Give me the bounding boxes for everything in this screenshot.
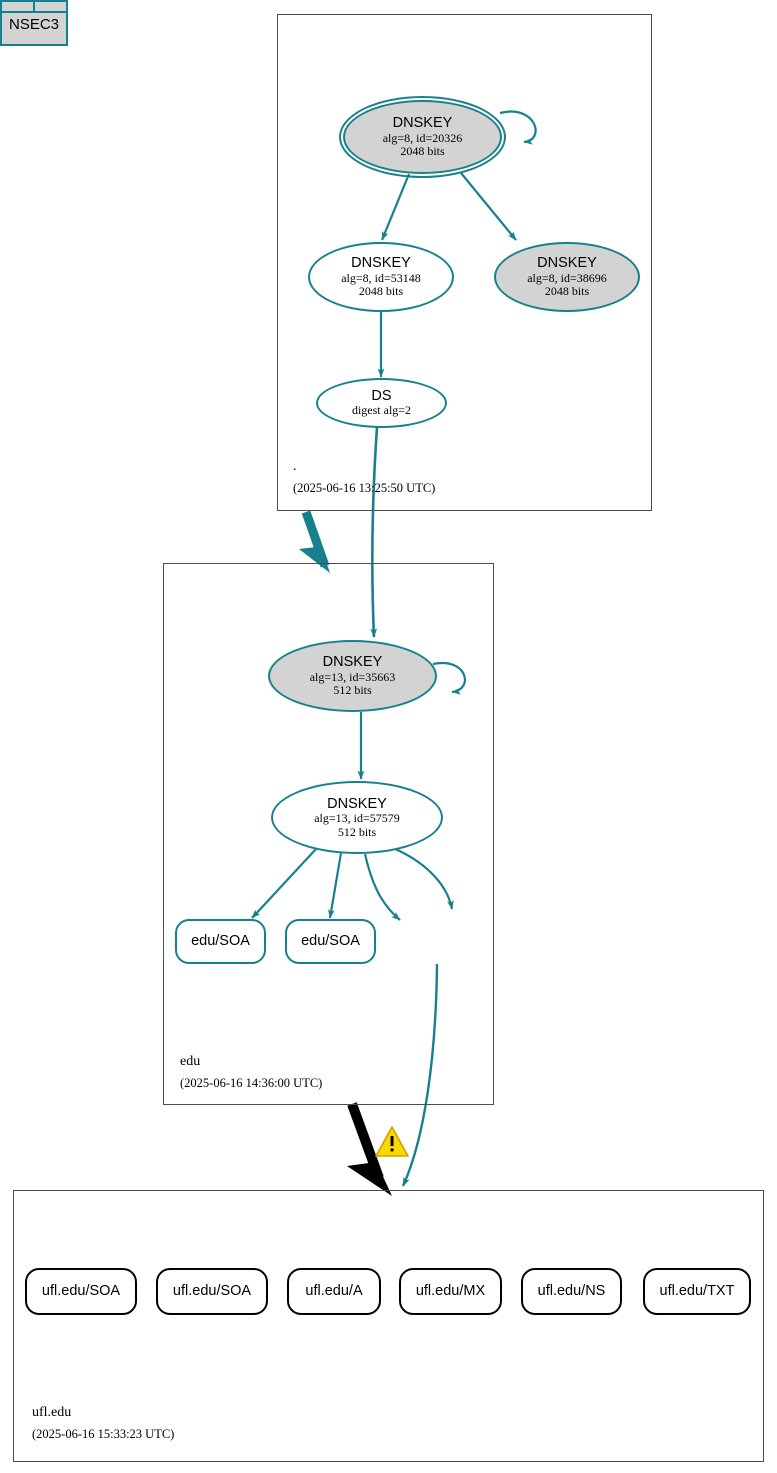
rrset-label: edu/SOA	[191, 933, 250, 950]
node-root-ds[interactable]: DS digest alg=2	[316, 378, 447, 428]
node-size: 2048 bits	[400, 144, 445, 159]
nsec3-header-cell-left	[2, 2, 35, 11]
node-title: DS	[371, 388, 392, 405]
zone-label-ufl-name: ufl.edu	[32, 1405, 72, 1420]
node-size: 2048 bits	[358, 284, 404, 299]
node-ufl-mx[interactable]: ufl.edu/MX	[399, 1268, 502, 1315]
node-ufl-ns[interactable]: ufl.edu/NS	[521, 1268, 622, 1315]
delegation-edu-to-ufl-head	[347, 1146, 392, 1196]
zone-label-root-name: .	[293, 459, 297, 474]
nsec3-header-bar	[2, 2, 66, 13]
edge-ds-to-edu-ksk	[370, 426, 379, 638]
rrset-label: ufl.edu/TXT	[659, 1283, 735, 1300]
node-title: DNSKEY	[537, 255, 597, 272]
edge-edu-zsk-to-soa2	[328, 852, 343, 919]
edge-edu-zsk-to-nsec3-a	[363, 853, 401, 921]
node-ufl-soa-2[interactable]: ufl.edu/SOA	[156, 1268, 268, 1315]
node-params: digest alg=2	[351, 403, 412, 418]
edge-edu-ksk-self	[432, 661, 466, 695]
edge-root-ksk-to-zsk38696	[460, 172, 517, 241]
zone-label-edu-time: (2025-06-16 14:36:00 UTC)	[180, 1076, 323, 1090]
node-root-zsk-38696[interactable]: DNSKEY alg=8, id=38696 2048 bits	[494, 242, 640, 312]
zone-box-root	[277, 14, 652, 511]
node-params: alg=8, id=38696	[527, 270, 607, 285]
node-edu-ksk-dnskey[interactable]: DNSKEY alg=13, id=35663 512 bits	[268, 640, 437, 712]
node-edu-nsec3[interactable]: NSEC3	[0, 0, 68, 46]
zone-box-edu	[163, 563, 494, 1105]
node-params: alg=13, id=57579	[314, 811, 400, 826]
node-title: DNSKEY	[392, 115, 453, 132]
rrset-label: ufl.edu/SOA	[172, 1283, 252, 1300]
node-params: alg=13, id=35663	[309, 669, 396, 684]
node-title: DNSKEY	[322, 654, 383, 671]
rrset-label: edu/SOA	[301, 933, 360, 950]
zone-label-root-time: (2025-06-16 13:25:50 UTC)	[293, 481, 436, 495]
node-title: DNSKEY	[327, 795, 387, 812]
node-edu-soa-1[interactable]: edu/SOA	[175, 919, 266, 964]
edge-root-ksk-to-zsk53148	[380, 173, 411, 241]
rrset-label: ufl.edu/MX	[415, 1283, 486, 1300]
zone-box-ufl-edu	[13, 1190, 764, 1462]
edge-edu-zsk-to-soa1	[251, 848, 317, 919]
node-params: alg=8, id=20326	[382, 130, 463, 145]
zone-label-ufl-time: (2025-06-16 15:33:23 UTC)	[32, 1427, 175, 1441]
node-size: 512 bits	[333, 683, 372, 698]
node-root-zsk-53148[interactable]: DNSKEY alg=8, id=53148 2048 bits	[308, 242, 454, 312]
node-title: DNSKEY	[351, 255, 411, 272]
node-size: 2048 bits	[544, 284, 590, 299]
rrset-label: ufl.edu/SOA	[41, 1283, 121, 1300]
edge-edu-zsk-to-nsec3-b	[392, 846, 454, 910]
zone-label-edu-name: edu	[180, 1054, 201, 1069]
nsec3-label: NSEC3	[8, 16, 60, 33]
node-ufl-txt[interactable]: ufl.edu/TXT	[643, 1268, 751, 1315]
rrset-label: ufl.edu/A	[305, 1283, 363, 1300]
node-ufl-a[interactable]: ufl.edu/A	[287, 1268, 381, 1315]
node-edu-zsk-dnskey[interactable]: DNSKEY alg=13, id=57579 512 bits	[271, 781, 443, 854]
edge-nsec3-to-ufl-zone	[401, 963, 439, 1187]
node-edu-soa-2[interactable]: edu/SOA	[285, 919, 376, 964]
warning-triangle-icon	[375, 1126, 409, 1157]
node-root-ksk-dnskey[interactable]: DNSKEY alg=8, id=20326 2048 bits	[343, 100, 502, 174]
node-ufl-soa-1[interactable]: ufl.edu/SOA	[25, 1268, 137, 1315]
edge-root-ksk-self	[499, 110, 537, 145]
node-size: 512 bits	[337, 824, 377, 839]
node-params: alg=8, id=53148	[341, 270, 421, 285]
rrset-label: ufl.edu/NS	[537, 1283, 606, 1300]
